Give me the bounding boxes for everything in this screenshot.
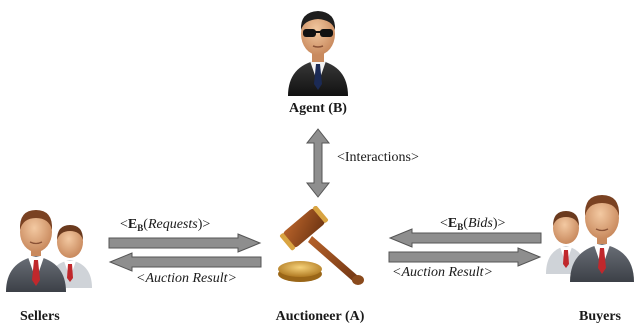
buyers-label: Buyers: [579, 309, 621, 324]
bids-label: <EB(Bids)>: [440, 216, 506, 232]
auction-result-arrow-left: [108, 252, 262, 272]
sellers-icon: [2, 196, 98, 292]
auction-result-arrow-right: [388, 247, 542, 267]
auctioneer-label: Auctioneer (A): [275, 309, 365, 324]
buyers-icon: [540, 178, 636, 282]
requests-arrow-right: [108, 233, 262, 253]
bids-arrow-left: [388, 228, 542, 248]
requests-label: <EB(Requests)>: [120, 217, 211, 233]
sellers-label: Sellers: [20, 309, 60, 324]
agent-label: Agent (B): [289, 101, 347, 116]
interactions-label: <Interactions>: [337, 150, 419, 165]
interactions-arrow: [305, 128, 331, 198]
gavel-icon: [274, 206, 366, 292]
agent-icon: [282, 4, 354, 96]
auction-result-label-right: <Auction Result>: [392, 265, 493, 280]
auction-result-label-left: <Auction Result>: [136, 271, 237, 286]
